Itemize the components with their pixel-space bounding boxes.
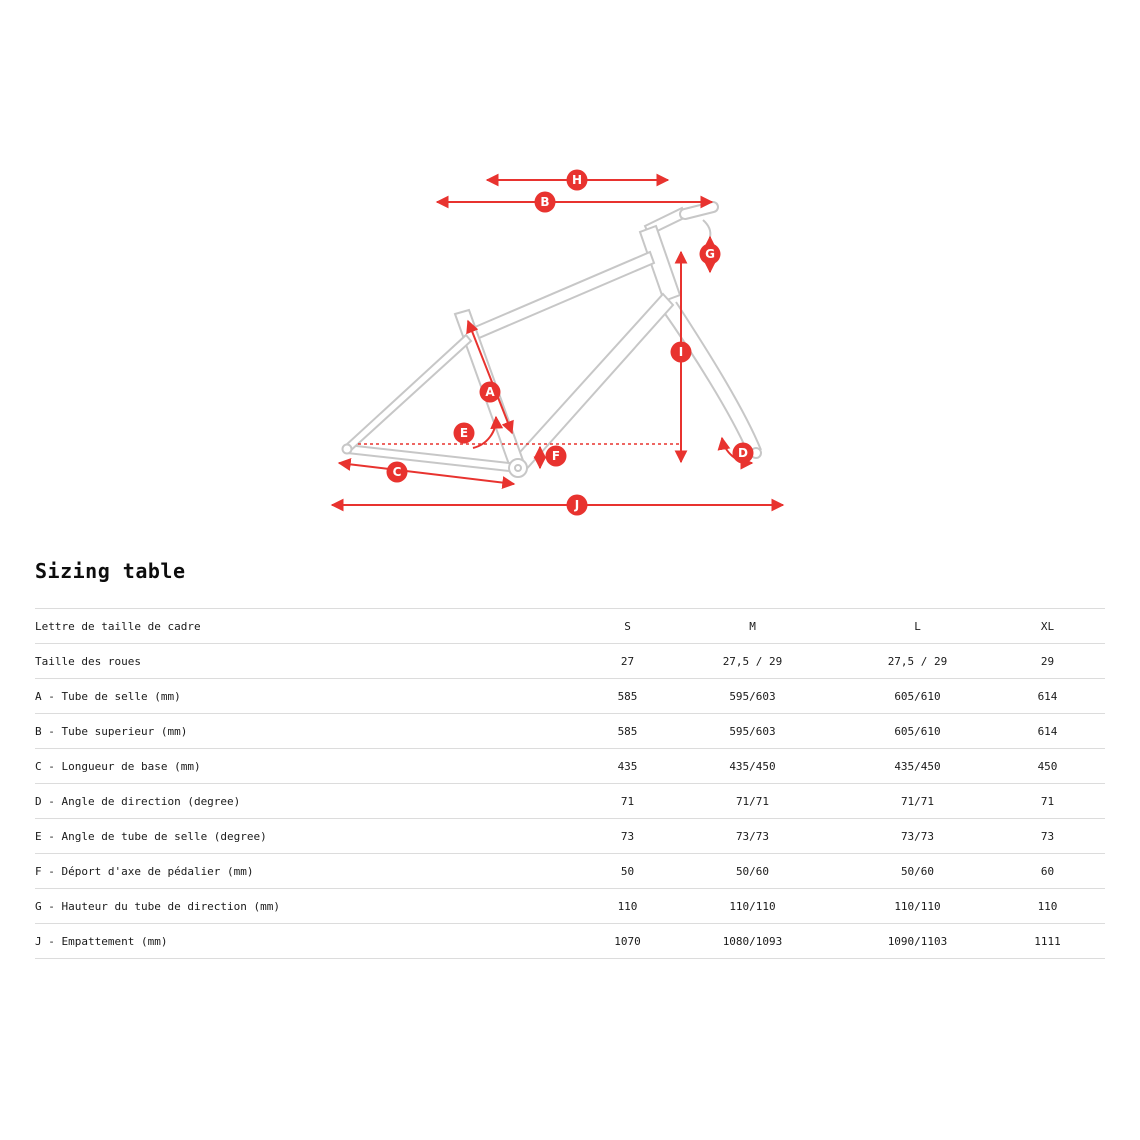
- fork-blade-front: [675, 301, 762, 451]
- cell-value: 29: [1040, 654, 1055, 668]
- cell-value: 1070: [614, 934, 641, 948]
- bike-frame-drawing: [341, 201, 762, 478]
- marker-h: H: [566, 169, 588, 191]
- marker-b: B: [534, 191, 556, 213]
- cell-value: 614: [1037, 724, 1058, 738]
- marker-i: I: [670, 341, 692, 363]
- brake-lever: [702, 219, 712, 238]
- marker-d: D: [732, 442, 754, 464]
- sizing-table-body: Lettre de taille de cadre S M L XL Taille des…: [35, 608, 1105, 959]
- cell-value: 110/110: [729, 899, 776, 913]
- marker-j: J: [566, 494, 588, 516]
- cell-value: XL: [1040, 619, 1055, 633]
- marker-j-label: J: [574, 498, 579, 512]
- cell-value: 595/603: [729, 689, 776, 703]
- table-row: D - Angle de direction (degree) 71 71/71 71…: [35, 784, 1105, 819]
- cell-value: 435/450: [894, 759, 941, 773]
- cell-value: 71/71: [735, 794, 770, 808]
- row-label: A - Tube de selle (mm): [35, 689, 181, 703]
- cell-value: 1111: [1034, 934, 1061, 948]
- row-label: C - Longueur de base (mm): [35, 759, 201, 773]
- cell-value: 605/610: [894, 724, 941, 738]
- cell-value: 71: [620, 794, 635, 808]
- cell-value: 1090/1103: [887, 934, 948, 948]
- row-label: Taille des roues: [35, 654, 141, 668]
- cell-value: M: [749, 619, 756, 633]
- cell-value: 585: [617, 689, 638, 703]
- marker-g: G: [699, 243, 721, 265]
- table-row: C - Longueur de base (mm) 435 435/450 435/4…: [35, 749, 1105, 784]
- cell-value: 60: [1040, 864, 1055, 878]
- row-label: J - Empattement (mm): [35, 934, 168, 948]
- table-row: E - Angle de tube de selle (degree) 73 73/…: [35, 819, 1105, 854]
- cell-value: 27: [620, 654, 635, 668]
- dim-a-arrow: [466, 319, 514, 435]
- sizing-section: Sizing table Lettre de taille de cadre S M…: [35, 560, 1105, 959]
- marker-c: C: [386, 461, 408, 483]
- marker-h-label: H: [572, 173, 582, 187]
- cell-value: 110: [617, 899, 638, 913]
- cell-value: 71: [1040, 794, 1055, 808]
- cell-value: 585: [617, 724, 638, 738]
- marker-e: E: [453, 422, 475, 444]
- cell-value: 73/73: [900, 829, 935, 843]
- sizing-table: Lettre de taille de cadre S M L XL Taille des…: [35, 608, 1105, 959]
- cell-value: 614: [1037, 689, 1058, 703]
- dim-e-angle-arc: [472, 415, 504, 449]
- marker-b-label: B: [540, 195, 549, 209]
- cell-value: 595/603: [729, 724, 776, 738]
- cell-value: 450: [1037, 759, 1058, 773]
- row-label: B - Tube superieur (mm): [35, 724, 188, 738]
- cell-value: 73: [1040, 829, 1055, 843]
- top-tube: [466, 250, 656, 343]
- table-row: J - Empattement (mm) 1070 1080/1093 1090/11…: [35, 924, 1105, 959]
- marker-c-label: C: [393, 465, 402, 479]
- marker-g-label: G: [705, 247, 715, 261]
- cell-value: 73/73: [735, 829, 770, 843]
- marker-d-label: D: [738, 446, 748, 460]
- marker-i-label: I: [679, 345, 683, 359]
- row-label: E - Angle de tube de selle (degree): [35, 829, 267, 843]
- cell-value: 27,5 / 29: [887, 654, 948, 668]
- row-label: Lettre de taille de cadre: [35, 619, 201, 633]
- marker-a-label: A: [485, 385, 495, 399]
- cell-value: 435: [617, 759, 638, 773]
- table-row: Lettre de taille de cadre S M L XL: [35, 608, 1105, 644]
- rear-dropout: [341, 443, 353, 455]
- down-tube: [509, 292, 675, 475]
- table-row: G - Hauteur du tube de direction (mm) 110…: [35, 889, 1105, 924]
- dim-c-arrow: [337, 457, 516, 490]
- table-row: Taille des roues 27 27,5 / 29 27,5 / 29 29: [35, 644, 1105, 679]
- cell-value: 50: [620, 864, 635, 878]
- table-row: B - Tube superieur (mm) 585 595/603 605/610…: [35, 714, 1105, 749]
- cell-value: 71/71: [900, 794, 935, 808]
- seat-stay: [343, 333, 473, 454]
- dim-d-angle-arc: [717, 436, 754, 470]
- table-row: F - Déport d'axe de pédalier (mm) 50 50/60…: [35, 854, 1105, 889]
- marker-e-label: E: [460, 426, 468, 440]
- cell-value: 605/610: [894, 689, 941, 703]
- cell-value: L: [914, 619, 921, 633]
- dimension-markers: H B G I A E F: [386, 169, 754, 516]
- marker-f-label: F: [552, 449, 560, 463]
- row-label: D - Angle de direction (degree): [35, 794, 241, 808]
- cell-value: 110: [1037, 899, 1058, 913]
- cell-value: 110/110: [894, 899, 941, 913]
- cell-value: 435/450: [729, 759, 776, 773]
- cell-value: S: [624, 619, 631, 633]
- bottom-bracket-axle: [514, 464, 522, 472]
- cell-value: 50/60: [900, 864, 935, 878]
- bike-geometry-diagram: H B G I A E F: [330, 169, 785, 516]
- cell-value: 27,5 / 29: [722, 654, 783, 668]
- sizing-table-title: Sizing table: [35, 559, 186, 583]
- marker-a: A: [479, 381, 501, 403]
- cell-value: 73: [620, 829, 635, 843]
- row-label: G - Hauteur du tube de direction (mm): [35, 899, 281, 913]
- cell-value: 1080/1093: [722, 934, 783, 948]
- row-label: F - Déport d'axe de pédalier (mm): [35, 864, 254, 878]
- cell-value: 50/60: [735, 864, 770, 878]
- table-row: A - Tube de selle (mm) 585 595/603 605/610 6…: [35, 679, 1105, 714]
- fork-blade-rear: [660, 307, 749, 454]
- marker-f: F: [545, 445, 567, 467]
